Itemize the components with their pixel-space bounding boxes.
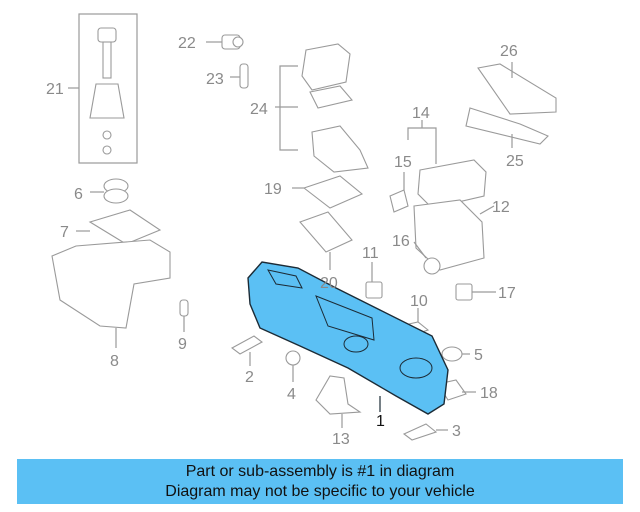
callout-8: 8 bbox=[110, 353, 119, 370]
callout-24: 24 bbox=[250, 101, 268, 118]
part-22-clip bbox=[206, 34, 244, 50]
part-21-shift-boot-assembly bbox=[68, 13, 138, 164]
callout-2: 2 bbox=[245, 369, 254, 386]
part-9-pin bbox=[179, 299, 189, 332]
callout-1: 1 bbox=[376, 413, 385, 430]
callout-6: 6 bbox=[74, 186, 83, 203]
part-24-trim-panels bbox=[275, 43, 369, 173]
part-6-cup-insert bbox=[90, 178, 129, 204]
part-26-armrest-cover bbox=[477, 62, 557, 115]
part-7-cup-holder bbox=[76, 209, 162, 245]
callout-25: 25 bbox=[506, 153, 524, 170]
part-8-console-bracket bbox=[51, 239, 171, 348]
part-3-clip bbox=[402, 423, 448, 441]
part-4-knob bbox=[285, 350, 301, 382]
info-banner: Part or sub-assembly is #1 in diagram Di… bbox=[17, 459, 623, 504]
part-25-hinge-bracket bbox=[465, 107, 549, 148]
callout-7: 7 bbox=[60, 224, 69, 241]
part-20-mat bbox=[299, 211, 353, 270]
callout-13: 13 bbox=[332, 431, 350, 448]
banner-line-2: Diagram may not be specific to your vehi… bbox=[165, 483, 475, 500]
callout-16: 16 bbox=[392, 233, 410, 250]
callout-15: 15 bbox=[394, 154, 412, 171]
callout-26: 26 bbox=[500, 43, 518, 60]
callout-17: 17 bbox=[498, 285, 516, 302]
part-19-trim-bezel bbox=[292, 175, 364, 209]
callout-23: 23 bbox=[206, 71, 224, 88]
callout-11: 11 bbox=[362, 245, 379, 262]
banner-line-1: Part or sub-assembly is #1 in diagram bbox=[185, 463, 455, 480]
part-2-clip bbox=[230, 335, 264, 366]
callout-12: 12 bbox=[492, 199, 510, 216]
callout-14: 14 bbox=[412, 105, 430, 122]
callout-19: 19 bbox=[264, 181, 282, 198]
callout-4: 4 bbox=[287, 386, 296, 403]
callout-5: 5 bbox=[474, 347, 483, 364]
part-14-bracket bbox=[407, 120, 437, 164]
part-11-connector bbox=[365, 262, 383, 299]
part-13-bracket bbox=[315, 375, 362, 428]
part-17-cap bbox=[455, 283, 496, 301]
callout-9: 9 bbox=[178, 336, 187, 353]
part-15-insert bbox=[389, 172, 409, 213]
callout-3: 3 bbox=[452, 423, 461, 440]
callout-18: 18 bbox=[480, 385, 498, 402]
callout-10: 10 bbox=[410, 293, 428, 310]
part-1-center-console-highlighted bbox=[247, 261, 449, 415]
part-14-armrest-lid bbox=[417, 159, 487, 209]
part-16-cup-holder bbox=[413, 241, 441, 275]
callout-21: 21 bbox=[46, 81, 64, 98]
part-5-plug bbox=[441, 346, 470, 362]
parts-diagram: 1 2 3 4 5 6 7 8 9 10 11 12 13 14 15 16 1… bbox=[46, 13, 557, 448]
callout-20: 20 bbox=[320, 275, 338, 292]
part-12-storage-box bbox=[413, 199, 495, 271]
part-23-pin bbox=[230, 63, 249, 89]
callout-22: 22 bbox=[178, 35, 196, 52]
